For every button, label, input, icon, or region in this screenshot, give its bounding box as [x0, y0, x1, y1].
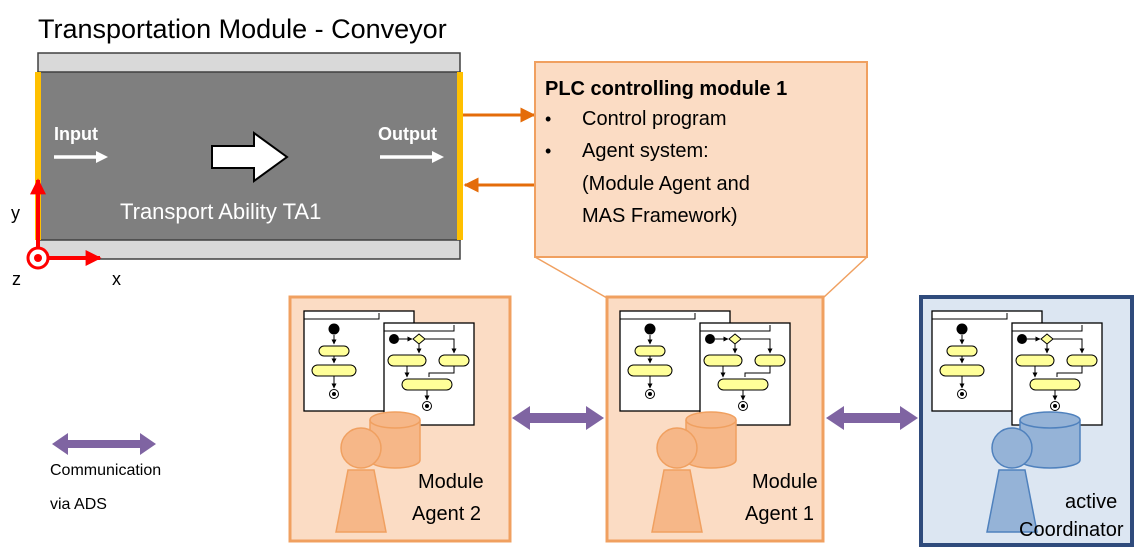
plc-box [534, 61, 868, 258]
agent-person-icon [651, 411, 737, 533]
plc-sub-line-1: (Module Agent and [582, 173, 750, 195]
bullet-dot: • [545, 141, 551, 161]
workflow-icon [932, 311, 1102, 425]
transport-ability-label: Transport Ability TA1 [120, 199, 321, 224]
zoom-line-right [822, 256, 868, 299]
coordinate-axes [26, 178, 102, 270]
legend-line-2: via ADS [50, 496, 107, 513]
agent-1-line-2: Agent 1 [745, 503, 814, 525]
coordinator-person-icon [986, 411, 1081, 533]
comm-arrow-agent2-agent1 [512, 406, 604, 430]
plc-title: PLC controlling module 1 [545, 78, 787, 100]
axis-y-label: y [11, 203, 20, 223]
agent-2-line-2: Agent 2 [412, 503, 481, 525]
workflow-icon [304, 311, 474, 425]
plc-sub-line-2: MAS Framework) [582, 205, 738, 227]
output-label: Output [378, 124, 437, 144]
plc-bullet-1: Control program [582, 108, 727, 130]
agent-2-line-1: Module [418, 471, 484, 493]
direction-arrow-icon [211, 131, 289, 183]
agent-1-line-1: Module [752, 471, 818, 493]
agent-person-icon [335, 411, 421, 533]
bullet-dot: • [545, 109, 551, 129]
comm-arrow-agent1-coordinator [826, 406, 918, 430]
conveyor-right-edge [457, 72, 463, 240]
input-label: Input [54, 124, 98, 144]
axis-z-label: z [12, 269, 21, 289]
coordinator-line-2: Coordinator [1019, 519, 1124, 541]
plc-bullet-2: Agent system: [582, 140, 709, 162]
workflow-icon [620, 311, 790, 425]
conveyor-left-edge [35, 72, 41, 240]
coordinator-line-1: active [1065, 491, 1117, 513]
zoom-line-left [534, 256, 608, 299]
diagram-title: Transportation Module - Conveyor [38, 14, 447, 44]
legend-line-1: Communication [50, 462, 161, 479]
legend-comm-arrow [52, 433, 156, 455]
axis-x-label: x [112, 269, 121, 289]
